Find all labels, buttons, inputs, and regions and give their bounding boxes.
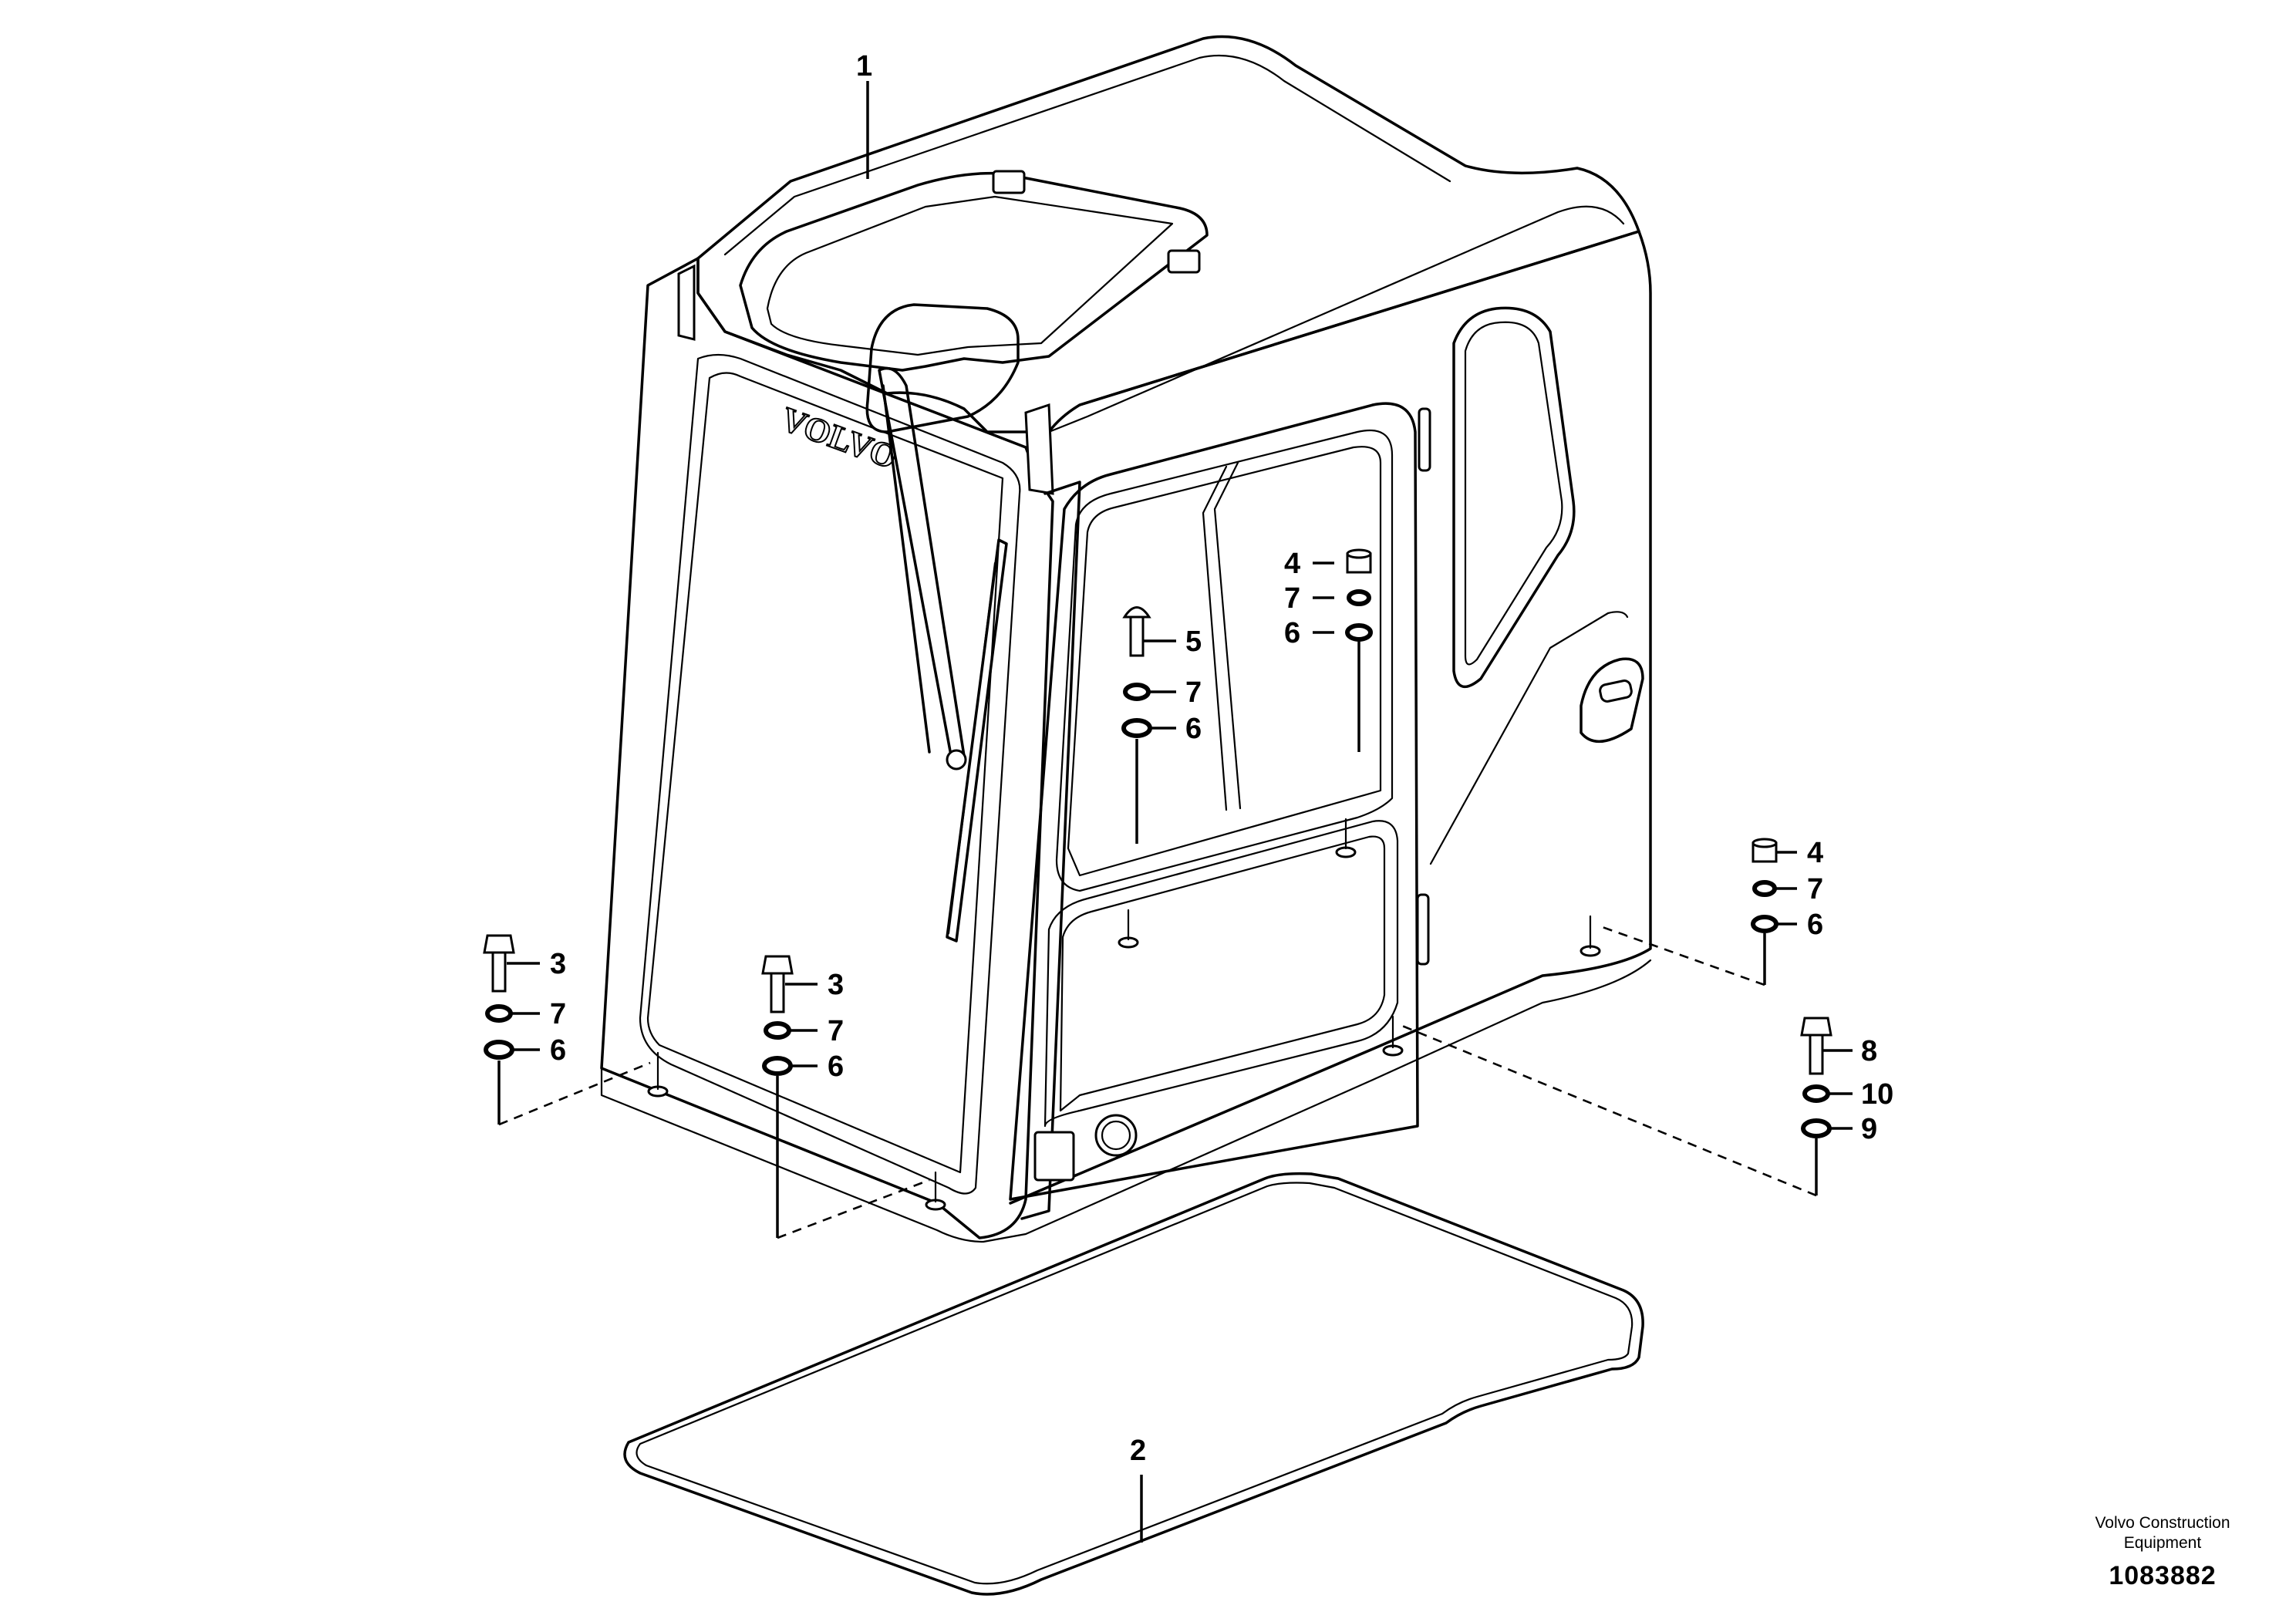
callout-9: 9 [1861,1113,1877,1145]
lock-washer [764,1021,791,1040]
callout-5: 5 [1185,626,1202,658]
flat-washer [1345,623,1373,642]
callout-3: 3 [828,969,844,1001]
callout-7: 7 [828,1015,844,1047]
flat-washer [762,1056,793,1076]
callout-6: 6 [1807,909,1823,941]
callout-4: 4 [1284,548,1300,580]
operator-cab: VOLVO [600,35,1652,1243]
org-name-line2: Equipment [2123,1534,2202,1552]
flat-washer [1751,915,1778,933]
lock-washer [1802,1084,1830,1103]
hardware-stack-rear-lower [1800,1017,1832,1138]
hardware-stack-door-rear [1345,548,1373,642]
callout-6: 6 [828,1050,844,1083]
lock-washer [1123,683,1151,701]
callout-6: 6 [1284,617,1300,649]
callout-6: 6 [1185,713,1202,745]
lock-washer [485,1004,513,1023]
drawing-number: 1083882 [2109,1561,2217,1590]
org-name-line1: Volvo Construction [2095,1514,2230,1532]
drawing-footer: Volvo Construction Equipment 1083882 [2074,1513,2251,1591]
flat-washer [484,1040,514,1060]
callout-3: 3 [550,948,566,980]
hex-bolt [483,934,515,954]
callout-labels: 1 2 3 7 6 3 7 6 5 7 6 4 7 6 4 7 6 8 10 9 [550,50,1893,1467]
callout-10: 10 [1861,1078,1893,1111]
leader-lines [497,81,1853,1543]
callout-8: 8 [1861,1035,1877,1067]
lock-washer [1347,589,1371,606]
callout-2: 2 [1130,1435,1146,1467]
callout-1: 1 [856,50,872,83]
cab-floor-seal [623,1172,1644,1596]
hardware-stack-rear-upper [1751,838,1778,933]
hex-bolt [1800,1017,1832,1037]
callout-6: 6 [550,1034,566,1067]
hex-bolt [761,955,794,975]
brand-emboss: VOLVO [777,400,902,476]
callout-7: 7 [550,998,566,1030]
hardware-stack-door-front [1121,606,1152,738]
callout-7: 7 [1185,676,1202,709]
lock-washer [1752,880,1777,897]
hardware-stack-front-left [483,934,515,1060]
flat-washer [1121,718,1152,738]
callout-7: 7 [1284,582,1300,615]
callout-4: 4 [1807,837,1823,869]
carriage-bolt [1122,606,1151,619]
callout-7: 7 [1807,873,1823,905]
flat-washer [1801,1118,1832,1138]
hardware-stack-front-center [761,955,794,1076]
